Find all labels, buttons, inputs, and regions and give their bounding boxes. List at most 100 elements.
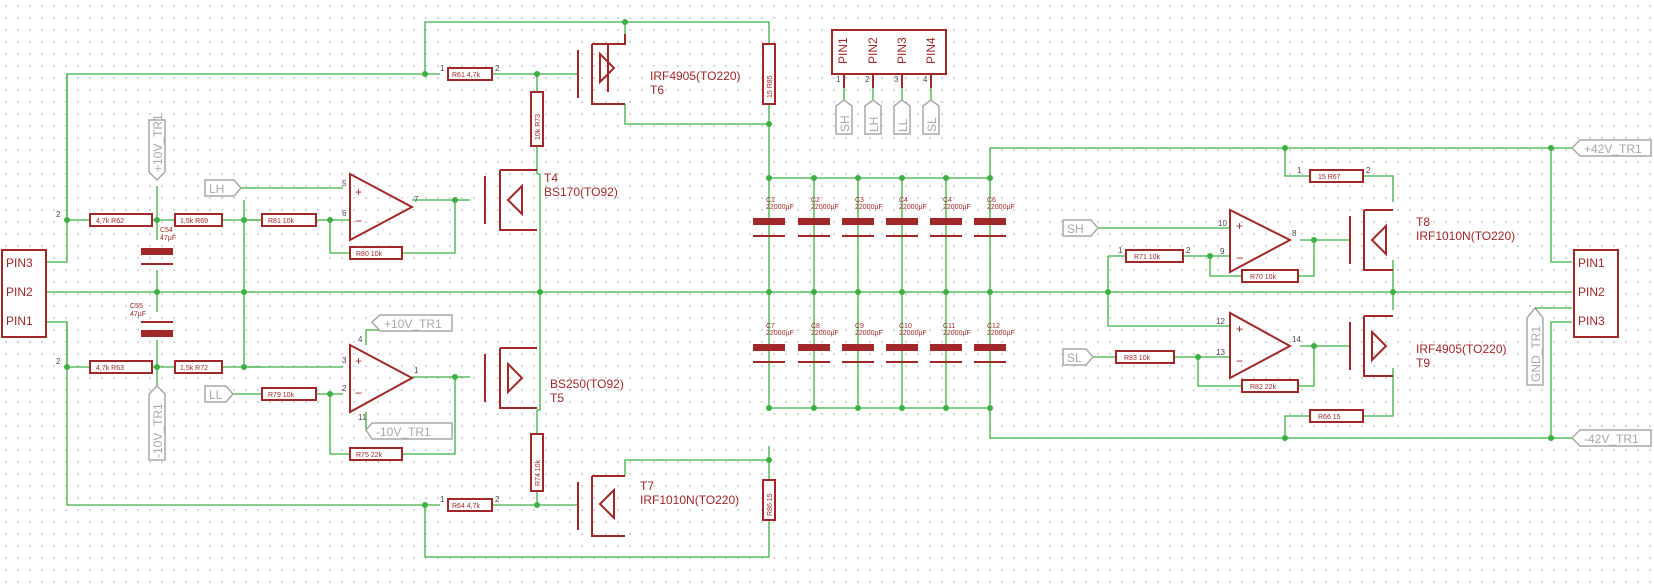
resistor-r75: R75 22k (356, 452, 383, 459)
svg-text:9: 9 (1220, 247, 1225, 256)
svg-text:1: 1 (836, 75, 841, 84)
svg-text:2: 2 (495, 64, 500, 73)
svg-text:10: 10 (1218, 219, 1227, 228)
svg-text:1: 1 (414, 366, 419, 375)
capacitor-top-5-value: 22000µF (987, 204, 1015, 211)
capacitor-bottom-5-value: 22000µF (987, 330, 1015, 337)
wires (47, 21, 1572, 558)
svg-text:1: 1 (1297, 166, 1302, 175)
resistor-r74: R74 10k (535, 459, 542, 486)
capacitor-bottom-4-name: C11 (943, 323, 955, 330)
svg-text:3: 3 (894, 75, 899, 84)
right-connector: PIN1 PIN2 PIN3 (1573, 249, 1619, 338)
port-sl: SL (1067, 351, 1082, 365)
svg-text:7: 7 (414, 195, 419, 204)
capacitor-bottom-3-name: C10 (899, 323, 912, 330)
svg-text:4: 4 (923, 75, 928, 84)
capacitor-top-2-value: 22000µF (855, 204, 883, 211)
port-lh: LH (209, 182, 224, 196)
header-pin4: PIN4 (924, 37, 938, 64)
resistor-r72: 1,5k R72 (180, 365, 208, 372)
mosfets: IRF4905(TO220) T6 T4 BS170(TO92) BS250(T… (484, 34, 1515, 537)
resistor-r79: R79 10k (268, 392, 295, 399)
svg-text:12: 12 (1216, 317, 1225, 326)
svg-text:2: 2 (1186, 246, 1191, 255)
capacitor-top-4-value: 22000µF (943, 204, 971, 211)
left-pin3-label: PIN3 (6, 256, 33, 270)
resistor-r69: 1,5k R69 (180, 218, 208, 225)
left-pin2-label: PIN2 (6, 285, 33, 299)
capacitor-top-4-name: C4 (943, 197, 952, 204)
svg-text:6: 6 (342, 209, 347, 218)
resistor-r81: R81 10k (268, 218, 295, 225)
mosfet-t9: IRF4905(TO220) T9 (1349, 315, 1507, 377)
svg-text:2: 2 (342, 384, 347, 393)
capacitor-top-0-name: C1 (766, 197, 775, 204)
capacitor-bottom-5-name: C12 (987, 323, 1000, 330)
t9-name: T9 (1416, 356, 1430, 370)
svg-text:+: + (1236, 322, 1243, 336)
svg-text:1: 1 (1118, 246, 1123, 255)
mosfet-t7: T7 IRF1010N(TO220) (577, 475, 739, 537)
t8-name: T8 (1416, 215, 1430, 229)
header-pin2: PIN2 (866, 37, 880, 64)
capacitor-bottom-4-value: 22000µF (943, 330, 971, 337)
resistor-r67: 15 R67 (1318, 174, 1341, 181)
svg-text:8: 8 (1292, 229, 1297, 238)
capacitor-top-3-value: 22000µF (899, 204, 927, 211)
header-pin3: PIN3 (895, 37, 909, 64)
header-connector: PIN1 PIN2 PIN3 PIN4 1 2 3 4 (831, 29, 947, 100)
t6-name: T6 (650, 83, 664, 97)
capacitor-bottom-0-name: C7 (766, 323, 775, 330)
label-minus42v: -42V_TR1 (1584, 432, 1639, 446)
t7-value: IRF1010N(TO220) (640, 493, 739, 507)
t8-value: IRF1010N(TO220) (1416, 229, 1515, 243)
resistor-r80: R80 10k (356, 251, 383, 258)
svg-text:−: − (355, 386, 362, 400)
resistors: R61 4,7k 4,7k R62 1,5k R69 R81 10k R80 1… (89, 67, 1364, 512)
capacitor-bottom-1-value: 22000µF (811, 330, 839, 337)
resistor-r62: 4,7k R62 (96, 218, 124, 225)
power-labels: +10V_TR1 -10V_TR1 +10V_TR1 -10V_TR1 +42V… (148, 114, 1652, 461)
svg-text:4: 4 (358, 335, 363, 344)
capacitor-top-5-name: C6 (987, 197, 996, 204)
capacitor-bottom-3-value: 22000µF (899, 330, 927, 337)
label-minus10v: -10V_TR1 (376, 425, 431, 439)
svg-text:1: 1 (440, 64, 445, 73)
svg-text:+: + (1236, 219, 1243, 233)
capacitor-top-1-value: 22000µF (811, 204, 839, 211)
t4-name: T4 (544, 171, 558, 185)
pin-numbers: 2 2 1 2 1 2 1 2 1 2 (56, 64, 1371, 504)
port-sh: SH (1067, 222, 1084, 236)
svg-text:2: 2 (495, 495, 500, 504)
label-plus42v: +42V_TR1 (1584, 142, 1642, 156)
resistors-vertical: 10k R73 15 R85 R74 10k R86 15 (530, 43, 776, 521)
port-sh-vertical: SH (838, 115, 852, 132)
port-lh-vertical: LH (867, 117, 881, 132)
t9-value: IRF4905(TO220) (1416, 342, 1507, 356)
capacitor-bank: C122000µFC222000µFC322000µFC422000µFC422… (753, 197, 1015, 363)
label-plus10v-vertical: +10V_TR1 (151, 114, 165, 172)
resistor-r61: R61 4,7k (452, 72, 481, 79)
signal-ports: SH LH LL SL LH LL SH SL (204, 99, 1099, 403)
svg-text:2: 2 (56, 210, 61, 219)
svg-text:−: − (355, 214, 362, 228)
small-capacitors: C54 47µF C55 47µF (130, 227, 176, 337)
capacitor-top-3-name: C4 (899, 197, 908, 204)
label-gnd: GND_TR1 (1529, 326, 1543, 382)
resistor-r66: R66 15 (1318, 414, 1341, 421)
svg-text:−: − (1236, 251, 1243, 265)
